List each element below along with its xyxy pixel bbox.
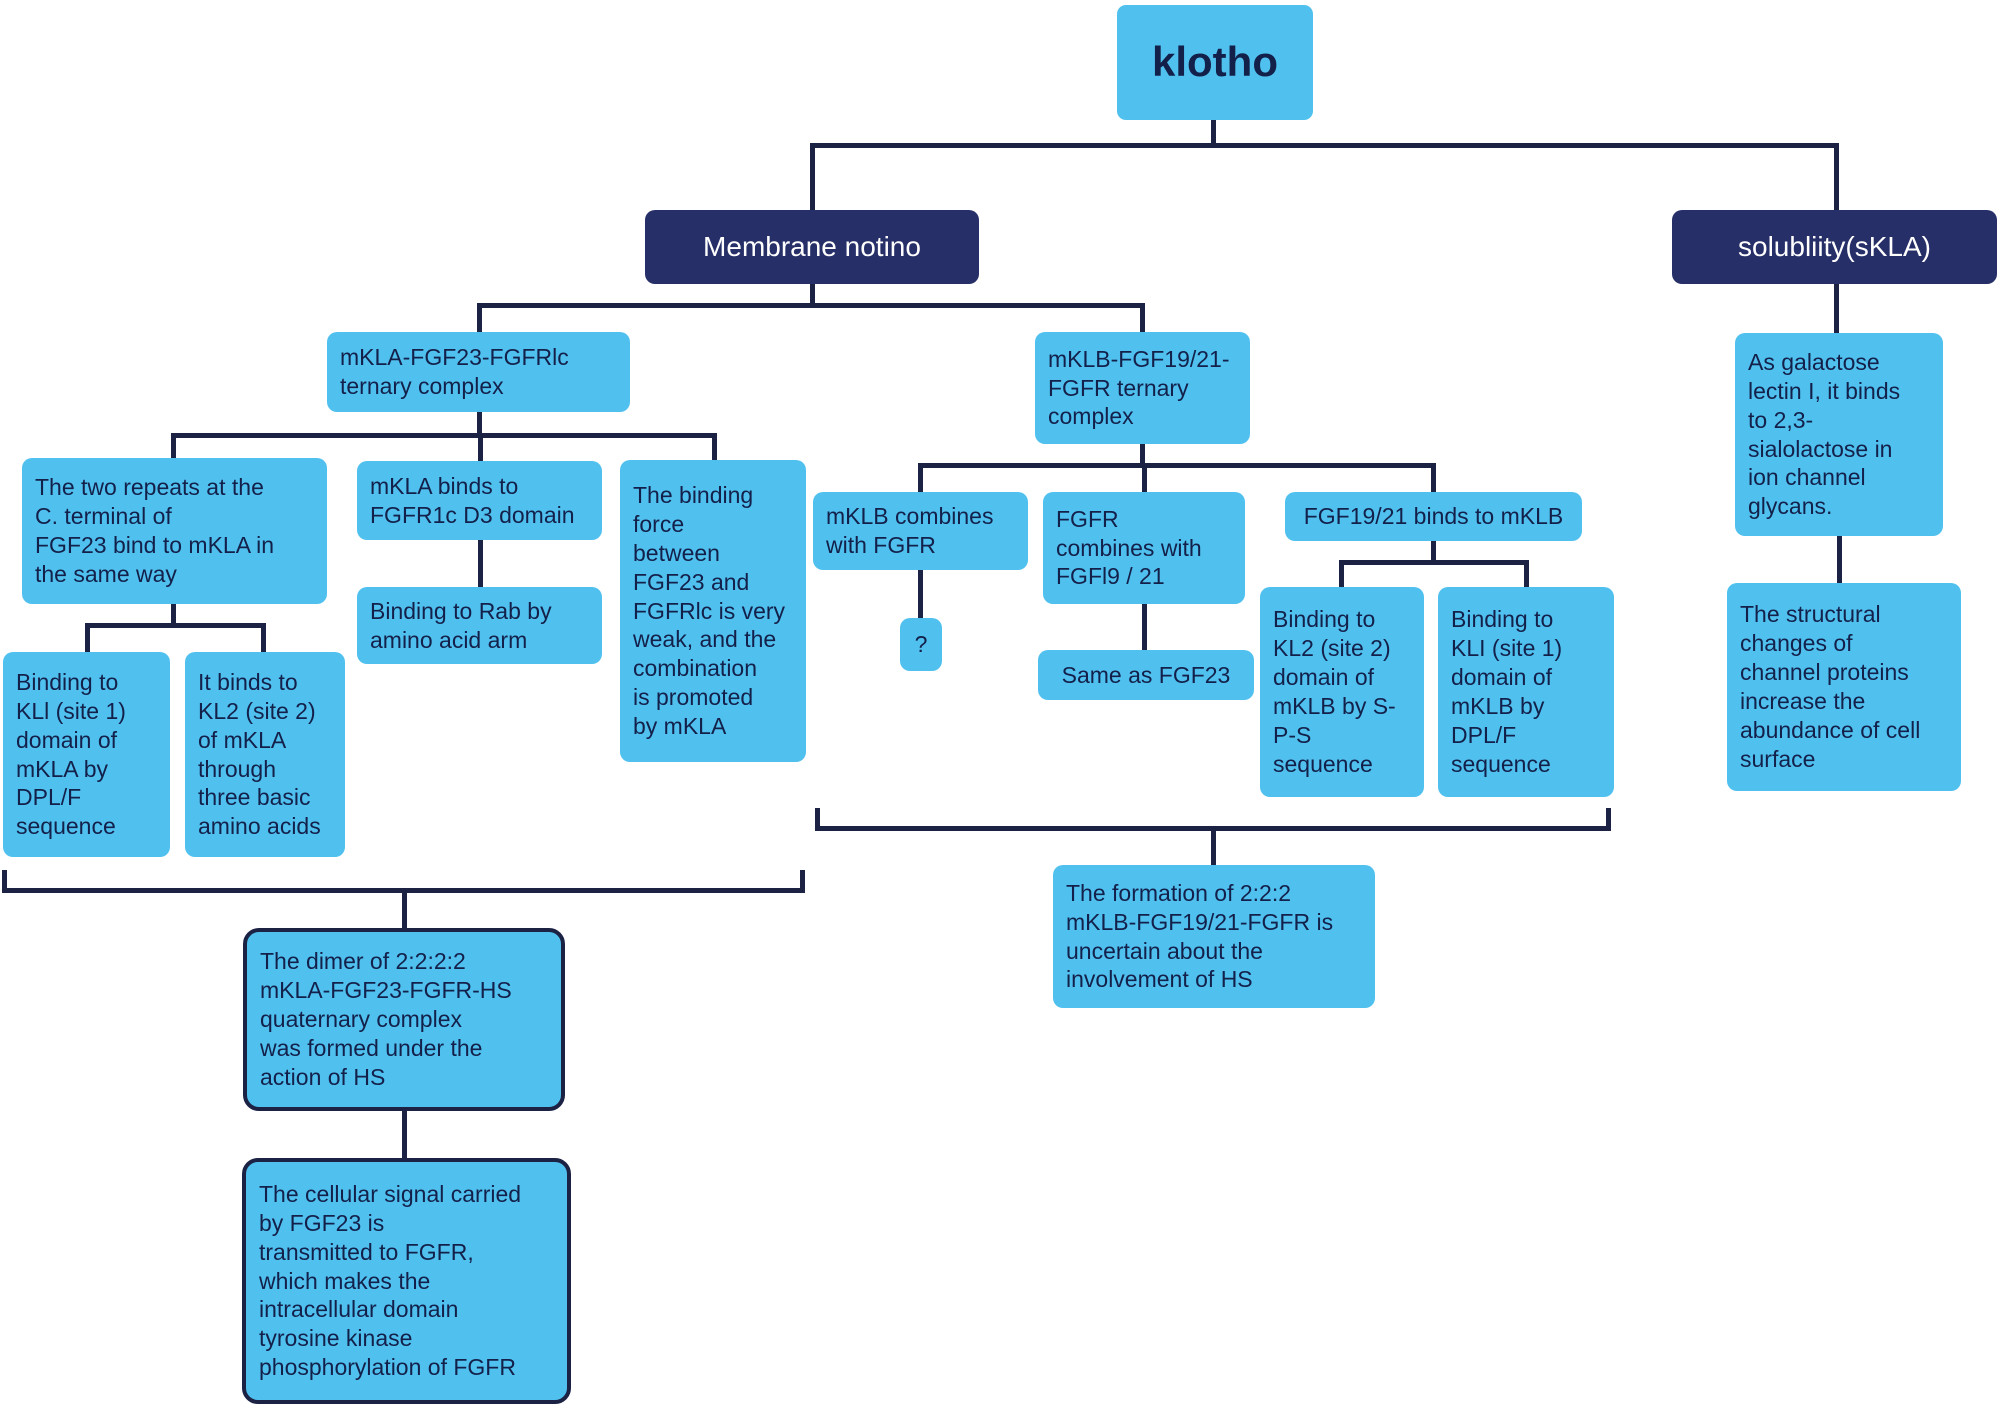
connector-drop-kl1-mkla bbox=[85, 623, 90, 652]
node-membrane-notino: Membrane notino bbox=[645, 210, 979, 284]
connector-skla-galactose bbox=[1834, 284, 1839, 333]
node-as-galactose: As galactose lectin I, it binds to 2,3- … bbox=[1735, 333, 1943, 536]
connector-galactose-structural bbox=[1837, 536, 1842, 583]
connector-combines-question bbox=[918, 570, 923, 618]
connector-rail-mklb-children bbox=[918, 463, 1436, 468]
node-structural-changes: The structural changes of channel protei… bbox=[1727, 583, 1961, 791]
node-two-repeats: The two repeats at the C. terminal of FG… bbox=[22, 458, 327, 604]
connector-dimer-signal bbox=[402, 1111, 407, 1158]
connector-drop-fgfr-combines bbox=[1142, 463, 1147, 492]
node-mkla-binds-fgfr1c: mKLA binds to FGFR1c D3 domain bbox=[357, 461, 602, 540]
node-mklb-combines-fgfr: mKLB combines with FGFR bbox=[813, 492, 1028, 570]
node-klotho: klotho bbox=[1117, 5, 1313, 120]
node-mklb-ternary-complex: mKLB-FGF19/21- FGFR ternary complex bbox=[1035, 332, 1250, 444]
bracket-left-drop bbox=[402, 888, 407, 928]
bracket-left-tick-end bbox=[800, 870, 805, 890]
bracket-right-tick-end bbox=[1606, 808, 1611, 828]
node-cellular-signal: The cellular signal carried by FGF23 is … bbox=[242, 1158, 571, 1404]
connector-drop-kl2-mklb bbox=[1339, 560, 1344, 587]
connector-klotho-stem bbox=[1211, 120, 1216, 147]
connector-rail-repeats-children bbox=[85, 623, 266, 628]
connector-drop-skla bbox=[1834, 143, 1839, 210]
bracket-right-drop bbox=[1211, 826, 1216, 865]
connector-fgfr-sameas bbox=[1142, 604, 1147, 650]
connector-top-rail bbox=[810, 143, 1838, 148]
node-binding-rab: Binding to Rab by amino acid arm bbox=[357, 587, 602, 664]
connector-rail-fgf1921-children bbox=[1339, 560, 1529, 565]
connector-rail-mkla-children bbox=[171, 433, 717, 438]
connector-drop-kl1-mklb bbox=[1524, 560, 1529, 587]
connector-drop-fgf1921 bbox=[1431, 463, 1436, 492]
connector-drop-mklb-ternary bbox=[1140, 303, 1145, 332]
connector-drop-mkla-binds bbox=[478, 433, 483, 461]
node-binding-kl1-mklb: Binding to KLI (site 1) domain of mKLB b… bbox=[1438, 587, 1614, 797]
node-fgfr-combines: FGFR combines with FGFl9 / 21 bbox=[1043, 492, 1245, 604]
connector-mkla-stem bbox=[477, 412, 482, 437]
node-same-as-fgf23: Same as FGF23 bbox=[1038, 650, 1254, 700]
connector-two-repeats-stem bbox=[171, 604, 176, 627]
connector-drop-binding-force bbox=[712, 433, 717, 460]
connector-rail-ternary bbox=[477, 303, 1145, 308]
connector-drop-two-repeats bbox=[171, 433, 176, 458]
connector-drop-mklb-combines bbox=[918, 463, 923, 492]
node-solubility-skla: solubliity(sKLA) bbox=[1672, 210, 1997, 284]
node-binding-kl1-mkla: Binding to KLl (site 1) domain of mKLA b… bbox=[3, 652, 170, 857]
node-binding-force: The binding force between FGF23 and FGFR… bbox=[620, 460, 806, 762]
connector-fgf1921-stem bbox=[1431, 541, 1436, 564]
connector-drop-kl2-mkla bbox=[261, 623, 266, 652]
node-dimer-quaternary: The dimer of 2:2:2:2 mKLA-FGF23-FGFR-HS … bbox=[243, 928, 565, 1111]
node-formation-uncertain: The formation of 2:2:2 mKLB-FGF19/21-FGF… bbox=[1053, 865, 1375, 1008]
node-fgf1921-binds-mklb: FGF19/21 binds to mKLB bbox=[1285, 492, 1582, 541]
bracket-left-tick-start bbox=[2, 870, 7, 890]
node-binding-kl2-mklb: Binding to KL2 (site 2) domain of mKLB b… bbox=[1260, 587, 1424, 797]
bracket-right-tick-start bbox=[815, 808, 820, 828]
node-binds-kl2-mkla: It binds to KL2 (site 2) of mKLA through… bbox=[185, 652, 345, 857]
connector-drop-membrane bbox=[810, 143, 815, 210]
connector-mklabinds-rab bbox=[478, 540, 483, 587]
connector-membrane-stem bbox=[810, 284, 815, 308]
connector-drop-mkla-ternary bbox=[477, 303, 482, 332]
connector-mklb-stem bbox=[1140, 444, 1145, 466]
node-question-mark: ? bbox=[900, 618, 942, 671]
node-mkla-ternary-complex: mKLA-FGF23-FGFRlc ternary complex bbox=[327, 332, 630, 412]
